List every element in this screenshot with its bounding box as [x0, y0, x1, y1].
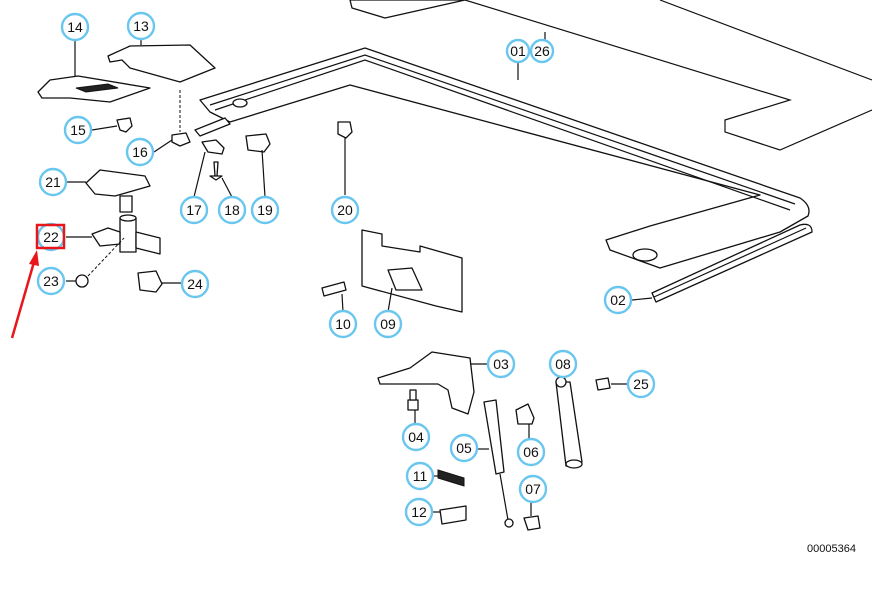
grommet-part-16 [171, 90, 191, 147]
callout-13[interactable]: 13 [126, 11, 156, 41]
svg-text:16: 16 [132, 144, 148, 160]
svg-text:12: 12 [411, 504, 427, 520]
svg-text:01: 01 [510, 43, 526, 59]
clip-part-24 [137, 270, 163, 293]
clip-part-20 [337, 121, 353, 139]
diagram-id: 00005364 [807, 543, 856, 555]
callout-01[interactable]: 01 [505, 38, 531, 64]
callout-16[interactable]: 16 [125, 137, 155, 167]
clip-part-19 [245, 133, 271, 153]
screw-part-18 [209, 161, 223, 181]
callout-10[interactable]: 10 [328, 309, 358, 339]
callout-18[interactable]: 18 [217, 195, 247, 225]
svg-text:07: 07 [525, 481, 541, 497]
svg-text:23: 23 [43, 273, 59, 289]
svg-text:21: 21 [45, 174, 61, 190]
callout-03[interactable]: 03 [486, 349, 516, 379]
bracket-part-13 [107, 44, 216, 83]
callout-09[interactable]: 09 [373, 309, 403, 339]
callout-14[interactable]: 14 [60, 12, 90, 42]
callout-26[interactable]: 26 [529, 38, 555, 64]
svg-text:06: 06 [523, 444, 539, 460]
seal-part-02 [651, 223, 813, 303]
svg-text:25: 25 [633, 376, 649, 392]
callout-06[interactable]: 06 [516, 437, 546, 467]
fitting-part-12 [439, 505, 467, 525]
clip-part-07 [523, 515, 541, 531]
callout-21[interactable]: 21 [38, 167, 68, 197]
svg-text:10: 10 [335, 316, 351, 332]
callout-15[interactable]: 15 [63, 115, 93, 145]
callout-23[interactable]: 23 [36, 266, 66, 296]
clip-part-15 [116, 117, 133, 133]
callout-17[interactable]: 17 [179, 195, 209, 225]
cover-part-14 [37, 75, 151, 103]
svg-text:08: 08 [555, 356, 571, 372]
svg-text:19: 19 [257, 202, 273, 218]
svg-text:04: 04 [408, 429, 424, 445]
plate-part-09 [361, 229, 463, 313]
bushing-part-25 [595, 377, 611, 391]
svg-text:24: 24 [187, 276, 203, 292]
callout-24[interactable]: 24 [180, 269, 210, 299]
callout-11[interactable]: 11 [405, 461, 435, 491]
pin-part-10 [321, 281, 347, 297]
svg-text:02: 02 [610, 292, 626, 308]
knob-part-21 [85, 169, 151, 213]
svg-text:17: 17 [186, 202, 202, 218]
strut-part-05 [483, 399, 514, 528]
callout-08[interactable]: 08 [548, 349, 578, 379]
callout-25[interactable]: 25 [626, 369, 656, 399]
bolt-part-04 [407, 389, 419, 411]
svg-text:09: 09 [380, 316, 396, 332]
callout-22[interactable]: 22 [36, 222, 66, 252]
callout-05[interactable]: 05 [449, 433, 479, 463]
frame-part-01 [194, 47, 810, 269]
callout-19[interactable]: 19 [250, 195, 280, 225]
svg-text:03: 03 [493, 356, 509, 372]
callout-20[interactable]: 20 [330, 195, 360, 225]
roof-panel [349, 0, 872, 151]
svg-text:15: 15 [70, 122, 86, 138]
strip-part-11 [437, 469, 465, 487]
svg-text:22: 22 [43, 229, 59, 245]
cap-part-06 [515, 403, 535, 425]
svg-text:26: 26 [534, 43, 550, 59]
svg-text:18: 18 [224, 202, 240, 218]
svg-text:11: 11 [413, 468, 428, 484]
svg-text:13: 13 [133, 18, 149, 34]
svg-text:20: 20 [337, 202, 353, 218]
clip-part-17 [201, 139, 225, 155]
hinge-part-22 [91, 214, 161, 255]
highlight-box-22 [35, 223, 66, 250]
strut-part-08 [555, 376, 583, 469]
callout-12[interactable]: 12 [404, 497, 434, 527]
bracket-part-03 [377, 351, 475, 415]
svg-text:05: 05 [456, 440, 472, 456]
highlight-arrow [10, 250, 39, 339]
callout-04[interactable]: 04 [401, 422, 431, 452]
callout-07[interactable]: 07 [518, 474, 548, 504]
svg-text:14: 14 [67, 19, 83, 35]
callout-02[interactable]: 02 [603, 285, 633, 315]
